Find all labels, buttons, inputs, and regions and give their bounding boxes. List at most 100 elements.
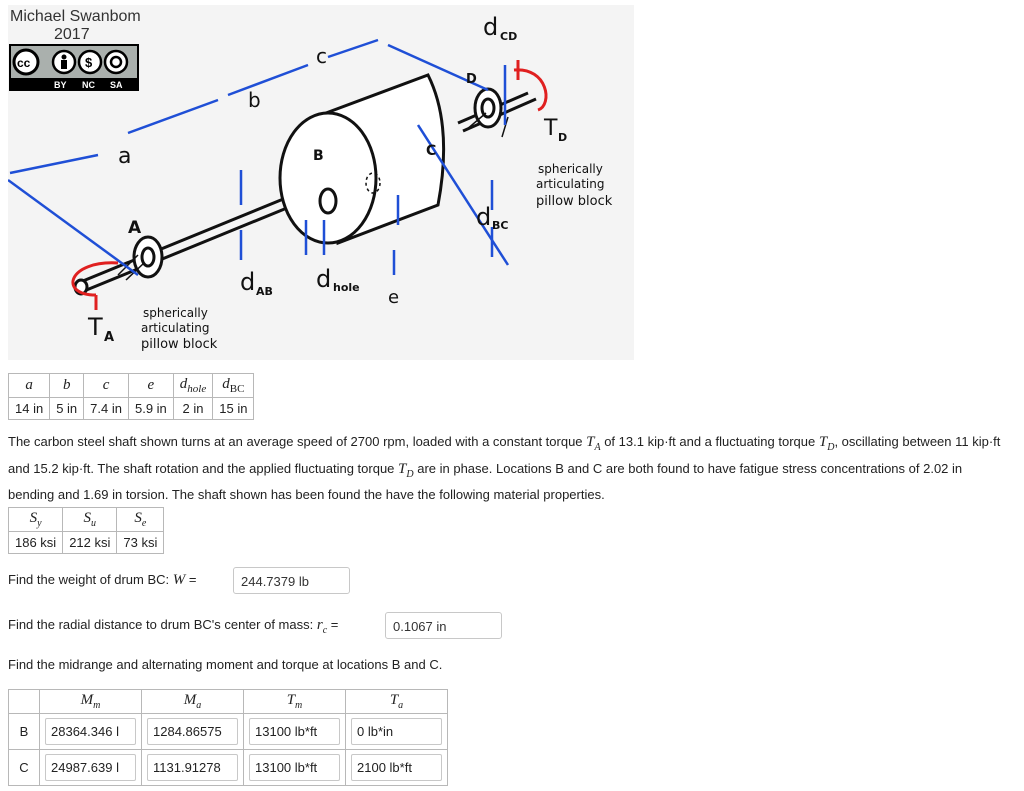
problem-statement: The carbon steel shaft shown turns at an…	[8, 432, 1008, 506]
cc-sa-text: SA	[110, 80, 123, 90]
question-radial-distance: Find the radial distance to drum BC's ce…	[8, 617, 338, 636]
sa-icon	[103, 49, 129, 75]
pillow-right-line1: spherically	[538, 162, 603, 176]
equals-sign: =	[185, 572, 197, 587]
dimension-lines	[8, 38, 510, 277]
mat-header-se: Se	[116, 507, 165, 532]
author-name: Michael Swanbom	[10, 8, 141, 25]
label-e: e	[388, 287, 399, 308]
question-moments: Find the midrange and alternating moment…	[8, 657, 443, 672]
label-point-d: D	[466, 72, 477, 87]
label-a: a	[118, 144, 131, 169]
ta-b-field[interactable]: 0 lb*in	[351, 718, 442, 745]
symbol-rc: rc	[316, 617, 328, 636]
cc-by-text: BY	[54, 80, 67, 90]
problem-text-part2: of 13.1 kip·ft and a fluctuating torque	[600, 434, 819, 449]
label-point-b: B	[313, 148, 324, 164]
label-dab-sub: AB	[256, 285, 273, 298]
problem-text-part3: , oscillating between 11 kip·ft and 15.2…	[8, 434, 1001, 476]
weight-answer-field[interactable]: 244.7379 lb	[233, 567, 350, 594]
label-dab: d	[240, 268, 255, 296]
pillow-left-line3: pillow block	[141, 337, 218, 352]
dim-value-a: 14 in	[7, 397, 51, 420]
results-corner	[8, 689, 40, 714]
dim-header-e: e	[127, 373, 174, 398]
row-label-c: C	[8, 749, 40, 786]
tm-c-field[interactable]: 13100 lb*ft	[249, 754, 340, 781]
torque-arrows	[71, 60, 548, 310]
dim-header-c: c	[83, 373, 129, 398]
dim-value-dbc: 15 in	[212, 397, 255, 420]
label-ta-sub: A	[104, 330, 114, 345]
dimensions-value-row: 14 in 5 in 7.4 in 5.9 in 2 in 15 in	[7, 397, 255, 420]
drum-bc	[278, 73, 446, 246]
mat-value-sy: 186 ksi	[7, 531, 64, 554]
mat-header-su: Su	[62, 507, 118, 532]
shaft-diagram-svg: Michael Swanbom 2017 cc $ BY NC SA	[8, 8, 613, 352]
dimensions-header-row: a b c e dhole dBC	[7, 373, 255, 398]
materials-header-row: Sy Su Se	[7, 507, 165, 532]
mm-c-field[interactable]: 24987.639 l	[45, 754, 136, 781]
symbol-td: TD	[818, 434, 835, 453]
label-dhole: d	[316, 265, 331, 293]
mat-header-sy: Sy	[7, 507, 64, 532]
dim-value-dhole: 2 in	[172, 397, 214, 420]
ma-b-field[interactable]: 1284.86575	[147, 718, 238, 745]
mat-value-su: 212 ksi	[62, 531, 118, 554]
cc-license-badge: cc $ BY NC SA	[9, 44, 139, 91]
symbol-w: W	[172, 572, 186, 588]
pillow-block-a	[117, 235, 164, 281]
header-t-m: Tm	[243, 689, 346, 714]
dim-header-dbc: dBC	[212, 373, 255, 398]
mm-b-field[interactable]: 28364.346 l	[45, 718, 136, 745]
dim-header-a: a	[7, 373, 51, 398]
label-td-sub: D	[558, 131, 567, 144]
label-dbc: d	[476, 203, 491, 231]
pillow-right-line3: pillow block	[536, 194, 613, 209]
dim-value-b: 5 in	[49, 397, 85, 420]
pillow-left-line2: articulating	[141, 321, 209, 335]
row-label-b: B	[8, 713, 40, 750]
results-row-b: B 28364.346 l 1284.86575 13100 lb*ft 0 l…	[8, 713, 448, 750]
author-year: 2017	[54, 26, 90, 43]
header-t-a: Ta	[345, 689, 448, 714]
results-header-row: Mm Ma Tm Ta	[8, 689, 448, 714]
problem-text-part1: The carbon steel shaft shown turns at an…	[8, 434, 587, 449]
dim-header-dhole: dhole	[172, 373, 214, 398]
label-dbc-sub: BC	[492, 219, 508, 232]
cc-icon: cc	[17, 56, 31, 70]
results-row-c: C 24987.639 l 1131.91278 13100 lb*ft 210…	[8, 749, 448, 786]
problem-text-part4: are in phase. Locations B and C are both…	[8, 460, 963, 503]
label-td: T	[543, 116, 558, 141]
label-c: c	[316, 44, 327, 68]
question-weight: Find the weight of drum BC: W =	[8, 572, 196, 589]
cc-nc-text: NC	[82, 80, 95, 90]
diagram-labels: a b c e A B C D d AB d hole d BC d CD T …	[87, 13, 613, 352]
label-point-a: A	[128, 218, 142, 238]
ta-c-field[interactable]: 2100 lb*ft	[351, 754, 442, 781]
materials-value-row: 186 ksi 212 ksi 73 ksi	[7, 531, 165, 554]
symbol-ta: TA	[586, 434, 601, 453]
label-point-c: C	[426, 143, 436, 159]
label-dhole-sub: hole	[333, 281, 360, 294]
label-dcd-sub: CD	[500, 30, 517, 43]
pillow-left-line1: spherically	[143, 306, 208, 320]
label-ta: T	[87, 313, 103, 341]
equals-sign: =	[327, 617, 339, 632]
material-properties-table: Sy Su Se 186 ksi 212 ksi 73 ksi	[7, 507, 165, 554]
dim-value-e: 5.9 in	[127, 397, 174, 420]
question-radial-label: Find the radial distance to drum BC's ce…	[8, 617, 317, 632]
nc-icon	[77, 49, 103, 75]
tm-b-field[interactable]: 13100 lb*ft	[249, 718, 340, 745]
header-m-a: Ma	[141, 689, 244, 714]
header-m-m: Mm	[39, 689, 142, 714]
label-dcd: d	[483, 13, 498, 41]
svg-text:$: $	[85, 55, 93, 70]
dimensions-table: a b c e dhole dBC 14 in 5 in 7.4 in 5.9 …	[7, 373, 255, 420]
dim-value-c: 7.4 in	[83, 397, 129, 420]
radial-distance-answer-field[interactable]: 0.1067 in	[385, 612, 502, 639]
ma-c-field[interactable]: 1131.91278	[147, 754, 238, 781]
pillow-right-line2: articulating	[536, 177, 604, 191]
dim-header-b: b	[49, 373, 85, 398]
mat-value-se: 73 ksi	[116, 531, 165, 554]
